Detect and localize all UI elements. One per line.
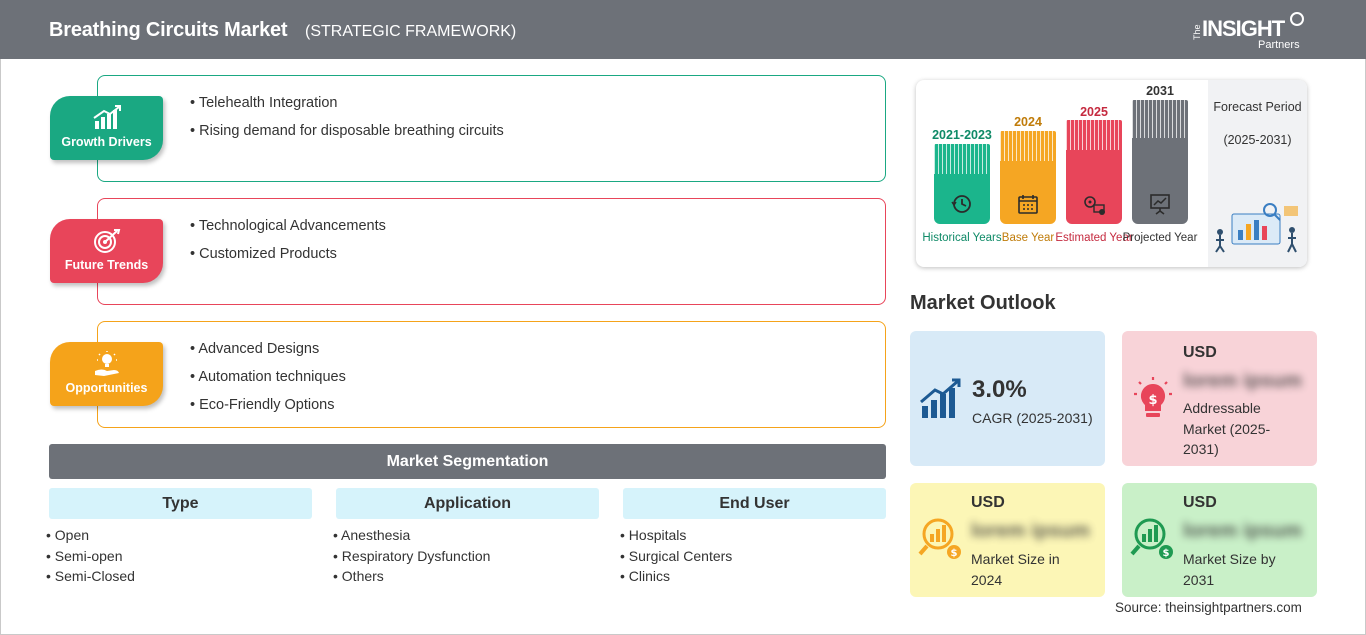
forecast-range: (2025-2031) [1223,133,1292,147]
lightbulb-dollar-icon: $ [1134,377,1172,417]
timeline-caption: Projected Year [1122,232,1198,244]
addressable-usd: USD [1183,344,1217,361]
logo-the: The [1192,24,1202,40]
size-2031-label: Market Size by 2031 [1183,551,1276,588]
addressable-value: lorem ipsum [1183,370,1302,392]
list-item: Others [333,568,599,589]
page-title: Breathing Circuits Market [49,19,288,41]
badge-label: Future Trends [64,258,149,272]
bar-stripes [1132,100,1188,138]
future-trends-badge: Future Trends [50,219,163,283]
list-item: Automation techniques [190,369,346,397]
segment-end-user: End User Hospitals Surgical Centers Clin… [623,488,886,589]
cagr-value: 3.0% [972,376,1027,403]
list-item: Advanced Designs [190,341,346,369]
list-item: Technological Advancements [190,218,386,246]
segment-header: End User [623,488,886,519]
presentation-icon [1150,194,1170,215]
addressable-market-tile: $ USD lorem ipsum Addressable Market (20… [1122,331,1317,466]
analytics-illustration-icon [1215,203,1298,253]
list-item: Anesthesia [333,527,599,548]
history-icon [951,195,971,213]
logo-partners: Partners [1258,39,1300,51]
growth-drivers-badge: Growth Drivers [50,96,163,160]
future-trends-list: Technological Advancements Customized Pr… [190,218,386,274]
bar-stripes [1000,131,1056,161]
segment-header: Application [336,488,599,519]
timeline-year: 2025 [1080,105,1108,119]
svg-text:$: $ [1163,548,1170,559]
list-item: Eco-Friendly Options [190,397,346,425]
timeline-caption: Estimated Year [1055,232,1133,244]
list-item: Customized Products [190,246,386,274]
market-outlook-title: Market Outlook [910,292,1056,314]
badge-label: Growth Drivers [61,135,152,149]
growth-drivers-card: Telehealth Integration Rising demand for… [97,75,886,182]
growth-chart-icon [920,378,961,418]
timeline-year: 2024 [1014,115,1042,129]
segment-application: Application Anesthesia Respiratory Dysfu… [336,488,599,589]
insight-partners-logo[interactable]: The INSIGHT Partners [1192,12,1310,52]
page-subtitle: (STRATEGIC FRAMEWORK) [305,23,517,40]
list-item: Semi-open [46,548,312,569]
market-size-2031-tile: $ USD lorem ipsum Market Size by 2031 [1122,483,1317,597]
source-link[interactable]: Source: theinsightpartners.com [1115,600,1302,615]
list-item: Surgical Centers [620,548,886,569]
size-2024-label: Market Size in 2024 [971,551,1060,588]
bar-stripes [934,144,990,174]
bar-stripes [1066,120,1122,150]
timeline-caption: Historical Years [922,232,1002,244]
list-item: Clinics [620,568,886,589]
target-icon [93,229,120,253]
segment-type: Type Open Semi-open Semi-Closed [49,488,312,589]
timeline-bar [1066,120,1122,224]
magnifier-coins-icon: $ [1130,518,1173,559]
calendar-icon [1018,195,1038,214]
size-2031-usd: USD [1183,494,1217,511]
size-2024-usd: USD [971,494,1005,511]
opportunities-badge: Opportunities [50,342,163,406]
segment-header: Type [49,488,312,519]
opportunities-card: Advanced Designs Automation techniques E… [97,321,886,428]
logo-ring-icon [1290,12,1304,26]
list-item: Rising demand for disposable breathing c… [190,123,504,151]
cagr-label: CAGR (2025-2031) [972,410,1093,426]
opportunities-list: Advanced Designs Automation techniques E… [190,341,346,425]
growth-chart-icon [92,105,121,129]
market-segmentation-header: Market Segmentation [49,444,886,479]
market-size-2024-tile: $ USD lorem ipsum Market Size in 2024 [910,483,1105,597]
header-bar: Breathing Circuits Market (STRATEGIC FRA… [0,0,1366,59]
svg-text:$: $ [1148,393,1157,408]
badge-label: Opportunities [65,381,148,395]
timeline-bar [934,144,990,224]
addressable-label: Addressable Market (2025-2031) [1183,400,1271,457]
list-item: Telehealth Integration [190,95,504,123]
size-2024-value: lorem ipsum [971,520,1090,542]
list-item: Hospitals [620,527,886,548]
lightbulb-hand-icon [94,351,119,376]
list-item: Respiratory Dysfunction [333,548,599,569]
future-trends-card: Technological Advancements Customized Pr… [97,198,886,305]
gears-icon [1084,196,1105,215]
list-item: Open [46,527,312,548]
growth-drivers-list: Telehealth Integration Rising demand for… [190,95,504,151]
svg-text:$: $ [951,548,958,559]
cagr-tile: 3.0% CAGR (2025-2031) [910,331,1105,466]
logo-insight: INSIGHT [1202,16,1285,41]
timeline-panel: Forecast Period (2025-2031) 2021-2023 Hi… [916,80,1307,267]
timeline-caption: Base Year [1001,232,1055,244]
timeline-year: 2021-2023 [932,128,992,142]
size-2031-value: lorem ipsum [1183,520,1302,542]
list-item: Semi-Closed [46,568,312,589]
forecast-title: Forecast Period [1213,100,1302,114]
timeline-bar [1000,131,1056,224]
timeline-bar [1132,100,1188,224]
timeline-year: 2031 [1146,84,1174,98]
magnifier-coins-icon: $ [918,518,961,559]
